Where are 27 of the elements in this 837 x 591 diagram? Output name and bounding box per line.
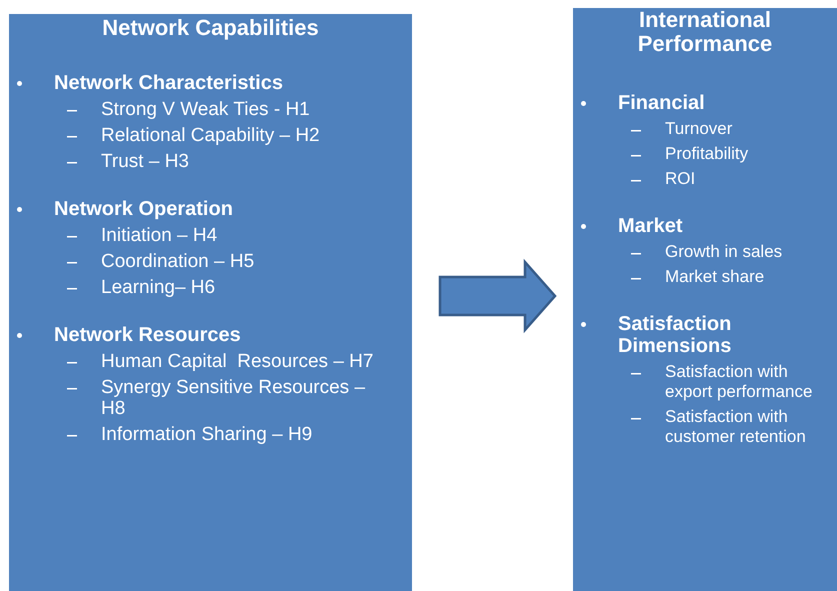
section-heading: Network Resources — [54, 324, 241, 346]
panel-title: Network Capabilities — [101, 14, 320, 42]
list-item: Relational Capability – H2 — [101, 125, 321, 146]
panel-title: International Performance — [636, 8, 774, 56]
section-heading: Market — [618, 215, 684, 237]
list-item: Initiation – H4 — [101, 225, 218, 246]
list-item: Turnover — [665, 119, 734, 139]
list-item: Human Capital Resources – H7 — [101, 351, 374, 372]
panel-box — [9, 14, 412, 591]
list-item: Learning– H6 — [101, 277, 216, 298]
list-item: Market share — [665, 267, 766, 287]
section-heading: Financial — [618, 92, 706, 114]
list-item: Growth in sales — [665, 242, 784, 262]
panel-box — [573, 8, 837, 591]
section-heading: Satisfaction Dimensions — [618, 313, 732, 357]
list-item: Profitability — [665, 144, 750, 164]
list-item: Satisfaction with export performance — [665, 362, 814, 402]
list-item: Information Sharing – H9 — [101, 424, 314, 445]
list-item: Satisfaction with customer retention — [665, 407, 807, 447]
list-item: Synergy Sensitive Resources – H8 — [101, 377, 366, 419]
list-item: Trust – H3 — [101, 151, 190, 172]
list-item: Strong V Weak Ties - H1 — [101, 99, 311, 120]
list-item: Coordination – H5 — [101, 251, 256, 272]
block-arrow — [438, 258, 557, 334]
list-item: ROI — [665, 169, 696, 189]
section-heading: Network Operation — [54, 198, 233, 220]
section-heading: Network Characteristics — [54, 72, 283, 94]
